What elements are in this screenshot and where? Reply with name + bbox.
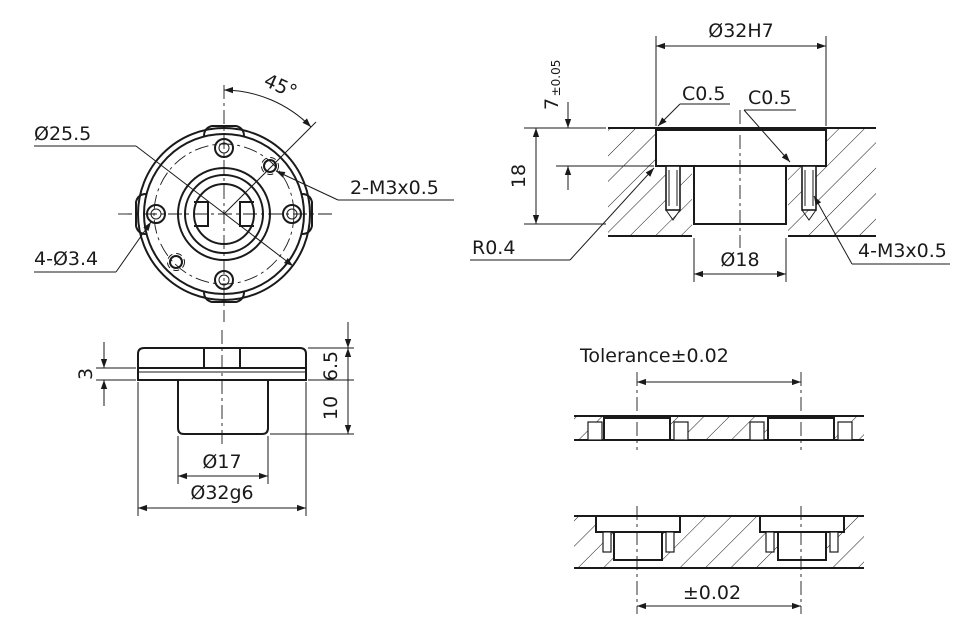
inner-bore-label: Ø18 <box>720 249 759 271</box>
pcd-label: Ø25.5 <box>34 123 91 145</box>
pcd-circle <box>153 143 295 285</box>
tolerance-view: Tolerance±0.02 ±0.02 <box>574 345 864 614</box>
center-bore <box>193 183 255 245</box>
lower-spigot-right <box>777 531 827 561</box>
bore-label: Ø32H7 <box>708 20 774 42</box>
lower-screw-2 <box>665 531 675 553</box>
flange-slot <box>203 347 241 369</box>
flange-thickness-label: 3 <box>75 368 97 380</box>
screws-leader <box>813 195 853 265</box>
tapped-holes-label: 2-M3x0.5 <box>350 177 439 199</box>
ear-right <box>301 193 313 235</box>
tapped-hole-upper-thread <box>261 157 279 175</box>
upper-screw-2 <box>673 421 689 441</box>
chamfer-right-leader <box>743 109 791 163</box>
mount-hole-right <box>282 204 302 224</box>
ear-bottom <box>203 291 245 303</box>
section-view: Ø32H7 7 ±0.05 18 C0.5 C0.5 R0.4 Ø18 <box>470 20 950 282</box>
mount-holes-label: 4-Ø3.4 <box>34 248 98 270</box>
upper-screw-3 <box>749 421 765 441</box>
spigot-diameter-label: Ø17 <box>202 451 241 473</box>
spigot-inner <box>184 174 264 254</box>
flange-outline <box>137 127 311 301</box>
chamfer-left-label: C0.5 <box>682 83 725 105</box>
lower-flange-left <box>595 515 681 533</box>
mount-hole-bottom-inner <box>218 274 230 286</box>
mount-hole-top-inner <box>218 142 230 154</box>
side-view: 3 6.5 10 Ø17 Ø32g6 <box>75 322 354 516</box>
angle-dimension-arc <box>223 86 312 128</box>
pcd-leader <box>135 145 294 267</box>
lower-plate-hatch-2 <box>662 516 778 568</box>
angle-extension-line <box>223 121 317 215</box>
mount-holes-leader <box>115 221 152 273</box>
tolerance-bottom-label: ±0.02 <box>683 582 741 604</box>
flange-body <box>137 347 307 381</box>
radius-label: R0.4 <box>472 237 515 259</box>
screws-label: 4-M3x0.5 <box>858 240 947 262</box>
lower-plate-hatch-3 <box>826 516 864 568</box>
plate-thickness-label: 18 <box>508 164 530 188</box>
mount-hole-bottom <box>214 270 234 290</box>
upper-screw-1 <box>587 421 603 441</box>
lower-flange-right <box>759 515 845 533</box>
tolerance-title: Tolerance±0.02 <box>579 345 729 367</box>
top-view: 45° Ø25.5 4-Ø3.4 2-M3x0.5 <box>34 70 454 322</box>
lower-screw-1 <box>602 531 612 553</box>
ear-left <box>135 193 147 235</box>
tapped-hole-lower-thread <box>167 253 185 271</box>
key-slot-left <box>194 201 209 227</box>
mount-hole-top <box>214 138 234 158</box>
flange-inner-edge <box>143 133 305 295</box>
chamfer-right-label: C0.5 <box>748 87 791 109</box>
section-screw-right <box>801 165 817 221</box>
depth-tolerance-label: ±0.05 <box>549 60 563 97</box>
upper-screw-4 <box>837 421 853 441</box>
total-height-label: 6.5 <box>320 351 342 381</box>
spigot-height-label: 10 <box>320 396 342 420</box>
spigot-body <box>177 380 269 435</box>
tapped-hole-upper <box>263 159 277 173</box>
lower-screw-4 <box>829 531 839 553</box>
tapped-hole-lower <box>169 255 183 269</box>
spigot-outer <box>177 167 271 261</box>
flange-diameter-label: Ø32g6 <box>190 482 253 504</box>
lower-screw-3 <box>765 531 775 553</box>
radius-leader <box>569 167 655 261</box>
tapped-holes-leader <box>275 170 339 201</box>
lower-spigot-left <box>613 531 663 561</box>
mount-hole-right-inner <box>286 208 298 220</box>
depth-label: 7 <box>541 98 563 110</box>
mount-hole-left-inner <box>150 208 162 220</box>
key-slot-right <box>239 201 254 227</box>
section-flange <box>655 129 827 167</box>
lower-plate-hatch-1 <box>574 516 614 568</box>
chamfer-left-leader <box>657 103 681 127</box>
mount-hole-left <box>146 204 166 224</box>
section-screw-left <box>665 165 681 221</box>
